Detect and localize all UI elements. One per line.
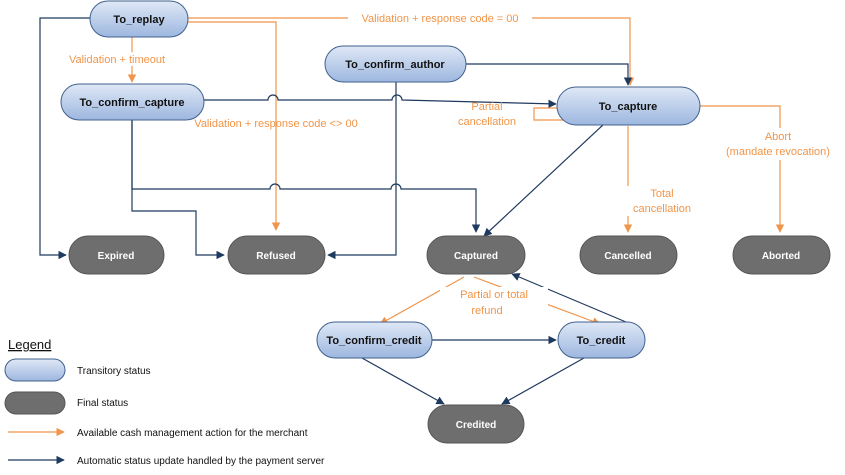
node-to-capture: To_capture <box>556 86 701 126</box>
label-abort-1: Abort <box>765 131 791 143</box>
edge-confirm-capture-to-captured <box>131 120 481 233</box>
final-nodes: Expired Refused Captured Cancelled Abort… <box>68 235 831 444</box>
node-expired: Expired <box>68 235 165 275</box>
legend-final-swatch <box>4 391 66 415</box>
node-cancelled: Cancelled <box>579 235 678 275</box>
edge-confirm-credit-to-credited <box>361 357 445 405</box>
label-refund-2: refund <box>471 305 502 317</box>
label-validation-timeout: Validation + timeout <box>69 54 165 66</box>
label-partial-cancellation-1: Partial <box>471 101 502 113</box>
edge-confirm-capture-to-capture <box>204 94 557 109</box>
node-captured-label: Captured <box>454 251 498 262</box>
edge-capture-to-captured <box>483 123 605 237</box>
edge-capture-to-aborted <box>700 105 785 233</box>
node-to-confirm-credit-label: To_confirm_credit <box>326 335 421 347</box>
label-abort-2: (mandate revocation) <box>726 146 830 158</box>
edge-replay-to-refused <box>188 21 281 231</box>
legend: Legend Transitory status Final status Av… <box>4 337 325 467</box>
transitory-nodes: To_replay To_confirm_author To_confirm_c… <box>60 0 701 359</box>
node-credited-label: Credited <box>456 420 497 431</box>
merchant-action-edges <box>127 17 785 326</box>
legend-transitory-swatch <box>4 358 66 382</box>
edge-credit-to-credited <box>501 357 585 405</box>
node-expired-label: Expired <box>98 251 135 262</box>
node-captured: Captured <box>426 235 526 275</box>
label-refund-1: Partial or total <box>460 289 528 301</box>
legend-automatic-update-text: Automatic status update handled by the p… <box>77 456 325 467</box>
edge-replay-to-capture <box>188 17 635 86</box>
node-to-confirm-author: To_confirm_author <box>324 45 467 83</box>
edge-replay-to-expired <box>39 17 92 260</box>
label-validation-code-not-00: Validation + response code <> 00 <box>194 118 357 130</box>
node-to-replay-label: To_replay <box>113 14 165 26</box>
node-credited: Credited <box>427 404 525 444</box>
legend-final-text: Final status <box>77 398 128 409</box>
node-to-confirm-credit: To_confirm_credit <box>316 321 433 359</box>
edge-confirm-capture-to-refused <box>131 120 225 260</box>
label-partial-cancellation-2: cancellation <box>458 116 516 128</box>
node-refused-label: Refused <box>256 251 295 262</box>
edge-confirm-author-to-refused <box>327 82 397 260</box>
label-validation-code-00: Validation + response code = 00 <box>362 13 519 25</box>
edge-credit-to-captured <box>511 273 627 323</box>
node-aborted-label: Aborted <box>762 251 800 262</box>
label-total-cancellation-1: Total <box>650 188 673 200</box>
node-to-capture-label: To_capture <box>599 101 657 113</box>
node-to-credit-label: To_credit <box>577 335 626 347</box>
node-to-credit: To_credit <box>557 321 646 359</box>
node-cancelled-label: Cancelled <box>604 251 651 262</box>
legend-transitory-text: Transitory status <box>77 366 151 377</box>
edge-labels: Validation + response code = 00 Validati… <box>58 11 844 317</box>
legend-title: Legend <box>8 337 51 352</box>
automatic-update-edges <box>39 17 633 405</box>
node-to-confirm-capture: To_confirm_capture <box>60 83 205 121</box>
node-aborted: Aborted <box>732 235 831 275</box>
node-refused: Refused <box>227 235 326 275</box>
edge-confirm-author-to-capture <box>466 63 633 86</box>
node-to-replay: To_replay <box>89 0 189 38</box>
node-to-confirm-author-label: To_confirm_author <box>345 59 445 71</box>
node-to-confirm-capture-label: To_confirm_capture <box>80 97 185 109</box>
label-total-cancellation-2: cancellation <box>633 203 691 215</box>
edge-captured-to-confirm-credit <box>379 276 465 325</box>
legend-merchant-action-text: Available cash management action for the… <box>77 428 308 439</box>
